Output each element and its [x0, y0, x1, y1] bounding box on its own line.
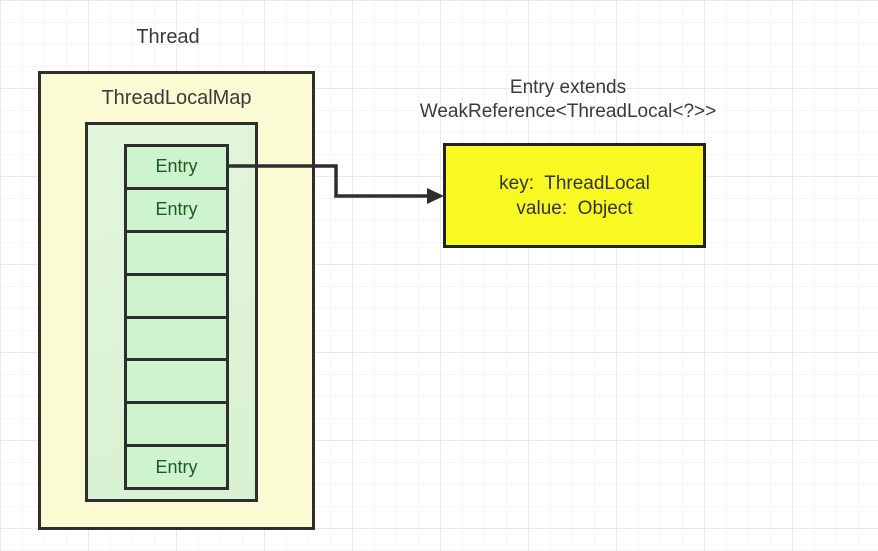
thread-label: Thread	[136, 26, 200, 48]
entry-note-line1: Entry extends	[509, 77, 627, 98]
entry-cell	[127, 315, 226, 359]
entry-detail-box: key: ThreadLocal value: Object	[443, 143, 706, 248]
entry-stack: Entry Entry Entry	[124, 144, 229, 490]
entry-cell	[127, 401, 226, 444]
entry-cell	[127, 229, 226, 273]
entry-cell: Entry	[127, 444, 226, 487]
entry-detail-key: key: ThreadLocal	[499, 172, 650, 194]
entry-note-line2: WeakReference<ThreadLocal<?>>	[419, 101, 717, 122]
entry-cell	[127, 272, 226, 316]
entry-cell: Entry	[155, 156, 198, 177]
thread-local-map-title: ThreadLocalMap	[101, 87, 252, 109]
entry-cell	[127, 358, 226, 401]
entry-cell: Entry	[127, 186, 226, 230]
entry-note: Entry extends WeakReference<ThreadLocal<…	[394, 76, 742, 124]
entry-detail-value: value: Object	[516, 197, 633, 219]
